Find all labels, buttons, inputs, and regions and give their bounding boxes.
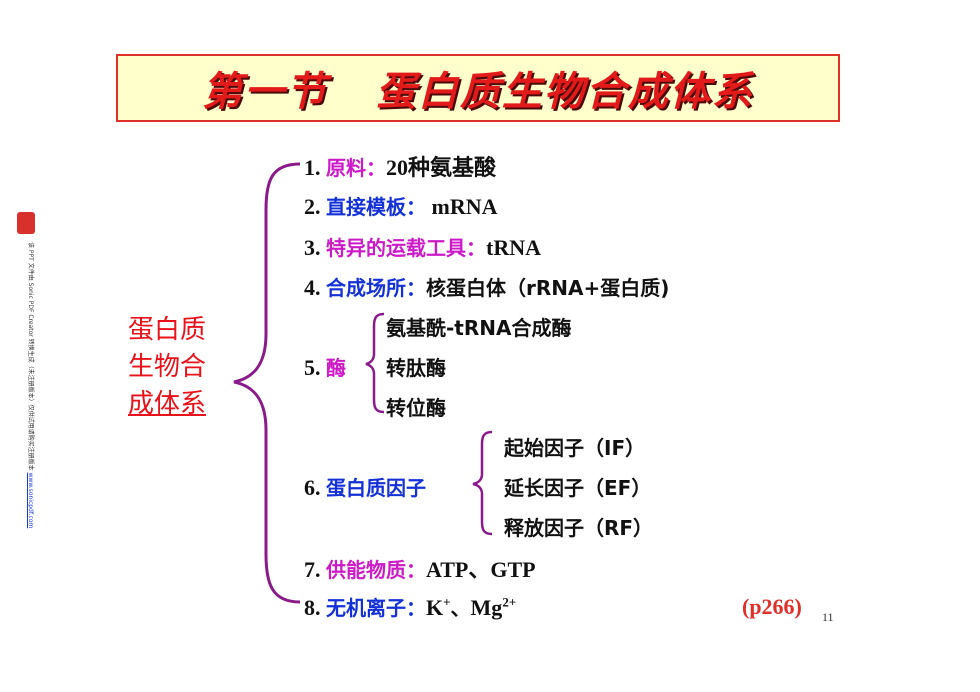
item-6-number: 6. xyxy=(304,475,321,500)
item-6-label: 蛋白质因子 xyxy=(326,476,426,500)
sonic-logo-icon xyxy=(17,212,35,234)
item-8-label: 无机离子： xyxy=(326,596,426,620)
watermark-text: 该 PPT 文件由 Sonic PDF Creator 转换生成（未注册版本）仅… xyxy=(27,242,36,528)
item-4-label: 合成场所： xyxy=(326,276,426,300)
watermark-url[interactable]: www.sonicpdf.com xyxy=(27,472,34,529)
enzyme-brace-icon xyxy=(365,312,385,414)
factor-sub-2-text: 延长因子（EF） xyxy=(504,476,652,500)
watermark: 该 PPT 文件由 Sonic PDF Creator 转换生成（未注册版本）仅… xyxy=(16,212,40,528)
item-4-value: 核蛋白体（rRNA+蛋白质) xyxy=(426,276,670,300)
side-label-line1: 蛋白质 xyxy=(128,315,207,345)
side-label: 蛋白质 生物合 成体系 xyxy=(128,312,206,423)
item-6: 6. 蛋白质因子 xyxy=(304,472,426,501)
title-banner: 第一节 蛋白质生物合成体系 xyxy=(116,54,840,122)
enzyme-sub-3: 转位酶 xyxy=(386,392,446,421)
main-brace-icon xyxy=(233,162,301,604)
item-7-number: 7. xyxy=(304,557,321,582)
item-8-mg: Mg xyxy=(470,595,503,620)
item-7-label: 供能物质： xyxy=(326,558,426,582)
item-2: 2. 直接模板： mRNA xyxy=(304,191,498,220)
item-2-value: mRNA xyxy=(426,194,498,219)
enzyme-sub-1: 氨基酰-tRNA合成酶 xyxy=(386,312,571,341)
item-5-number: 5. xyxy=(304,355,321,380)
page-reference: (p266) xyxy=(742,594,802,619)
factor-brace-icon xyxy=(472,430,493,536)
item-3-value: tRNA xyxy=(486,235,541,260)
enzyme-sub-2-text: 转肽酶 xyxy=(386,356,446,380)
side-label-line3: 成体系 xyxy=(128,389,207,419)
page-number: 11 xyxy=(822,610,834,624)
factor-sub-3: 释放因子（RF） xyxy=(504,512,653,541)
item-5: 5. 酶 xyxy=(304,352,346,381)
item-8-number: 8. xyxy=(304,595,321,620)
item-4: 4. 合成场所：核蛋白体（rRNA+蛋白质) xyxy=(304,272,669,301)
item-7: 7. 供能物质：ATP、GTP xyxy=(304,552,536,584)
page-title: 第一节 蛋白质生物合成体系 xyxy=(202,69,754,115)
item-2-label: 直接模板： xyxy=(326,195,426,219)
watermark-caption: 该 PPT 文件由 Sonic PDF Creator 转换生成（未注册版本）仅… xyxy=(27,242,34,471)
factor-sub-3-text: 释放因子（RF） xyxy=(504,516,654,540)
factor-sub-2: 延长因子（EF） xyxy=(504,472,651,501)
item-1: 1. 原料：20种氨基酸 xyxy=(304,150,496,182)
factor-sub-1-text: 起始因子（IF） xyxy=(504,436,646,460)
enzyme-sub-3-text: 转位酶 xyxy=(386,396,446,420)
factor-sub-1: 起始因子（IF） xyxy=(504,432,645,461)
item-4-number: 4. xyxy=(304,275,321,300)
item-5-label: 酶 xyxy=(326,356,346,380)
enzyme-sub-2: 转肽酶 xyxy=(386,352,446,381)
item-3-number: 3. xyxy=(304,235,321,260)
item-7-value: ATP、GTP xyxy=(426,557,536,582)
side-label-line2: 生物合 xyxy=(128,352,207,382)
item-8-mg-sup: 2+ xyxy=(502,594,517,610)
item-8-sep: 、 xyxy=(450,596,471,620)
item-8-k: K xyxy=(426,595,444,620)
item-8-k-sup: + xyxy=(443,594,451,610)
item-8: 8. 无机离子：K+、Mg2+ xyxy=(304,592,516,621)
item-1-number: 1. xyxy=(304,155,321,180)
enzyme-sub-1-text: 氨基酰-tRNA合成酶 xyxy=(386,316,572,340)
item-1-value: 20种氨基酸 xyxy=(386,155,497,180)
item-3: 3. 特异的运载工具：tRNA xyxy=(304,232,541,261)
item-3-label: 特异的运载工具： xyxy=(326,236,486,260)
item-1-label: 原料： xyxy=(326,156,386,180)
item-2-number: 2. xyxy=(304,194,321,219)
